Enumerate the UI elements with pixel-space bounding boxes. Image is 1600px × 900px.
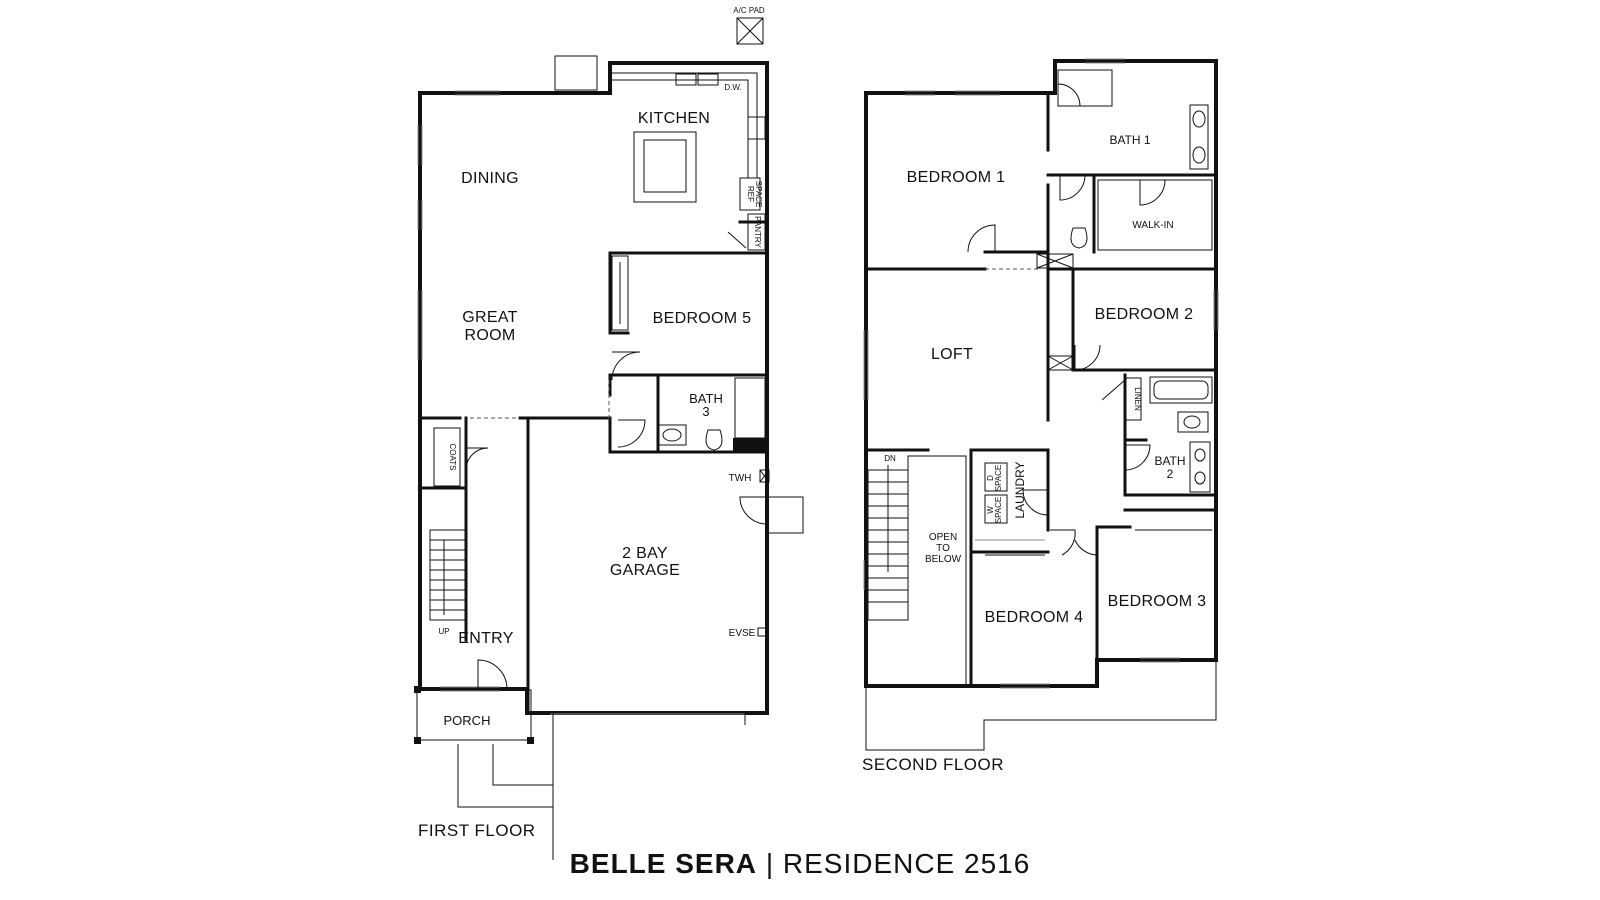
stairs-up-label: UP [438, 627, 449, 636]
kitchen-fixtures: D.W. REF SPACE PANTRY [610, 72, 766, 251]
bedroom-3-4-doors [985, 529, 1212, 556]
washer-label: W [986, 506, 995, 514]
first-floor-label: FIRST FLOOR [418, 821, 536, 840]
second-floor-plan: LINEN D SPACE W SPACE [862, 58, 1219, 774]
second-floor-windows [863, 58, 1219, 689]
bath-3-fixtures [617, 377, 767, 452]
room-label-loft: LOFT [931, 346, 973, 363]
community-name: BELLE SERA [569, 848, 758, 879]
bedroom-1-door [967, 224, 996, 253]
second-floor-overhang [865, 660, 1217, 751]
garage-fixtures: TWH EVSE [550, 469, 804, 715]
linen-label: LINEN [1133, 387, 1142, 411]
room-label-walk-in: WALK-IN [1132, 220, 1173, 231]
coats-label: COATS [448, 444, 457, 471]
room-label-entry: ENTRY [458, 630, 513, 647]
dishwasher-label: D.W. [724, 83, 741, 92]
chimney [554, 55, 598, 91]
room-label-bedroom-3: BEDROOM 3 [1108, 593, 1207, 610]
room-label-bedroom-2: BEDROOM 2 [1095, 306, 1194, 323]
twh-label: TWH [729, 473, 752, 484]
bath-2-fixtures: LINEN [1074, 344, 1213, 493]
room-label-dining: DINING [461, 170, 519, 187]
room-label-bedroom-5: BEDROOM 5 [653, 310, 752, 327]
dryer-space-label: SPACE [994, 465, 1003, 492]
room-label-garage-line1: 2 BAY [622, 545, 668, 562]
ref-space-label-2: SPACE [754, 181, 763, 208]
room-label-great-room-line2: ROOM [465, 327, 516, 344]
first-floor-exterior-wall [418, 61, 769, 715]
bedroom-5-fixtures [608, 255, 641, 420]
first-floor-stairs: UP [429, 529, 508, 690]
room-label-bath-3-line2: 3 [702, 404, 709, 419]
open-to-below-line3: BELOW [925, 554, 962, 565]
pantry-label: PANTRY [753, 216, 762, 248]
second-floor-label: SECOND FLOOR [862, 755, 1004, 774]
room-label-bath-3-line1: BATH [689, 391, 723, 406]
room-label-bath-1: BATH 1 [1109, 133, 1150, 147]
residence-name: RESIDENCE 2516 [782, 848, 1031, 879]
ref-space-label-1: REF [746, 186, 755, 202]
room-label-bath-2-line2: 2 [1167, 467, 1174, 481]
second-floor-stairs: DN [867, 454, 967, 686]
ac-pad: A/C PAD [733, 6, 765, 45]
room-label-kitchen: KITCHEN [638, 110, 710, 127]
room-label-bedroom-1: BEDROOM 1 [907, 169, 1006, 186]
open-to-below-line2: TO [936, 543, 950, 554]
washer-space-label: SPACE [994, 497, 1003, 524]
room-label-great-room-line1: GREAT [462, 309, 517, 326]
title-separator: | [765, 848, 775, 879]
first-floor-plan: A/C PAD [414, 6, 804, 860]
first-floor-windows [417, 90, 500, 692]
porch-area [414, 686, 746, 860]
bath-1-fixtures [1057, 69, 1213, 251]
room-label-bedroom-4: BEDROOM 4 [985, 609, 1084, 626]
evse-label: EVSE [729, 628, 756, 639]
stairs-down-label: DN [884, 454, 896, 463]
dryer-label: D [986, 475, 995, 481]
plan-title: BELLE SERA | RESIDENCE 2516 [0, 848, 1600, 880]
room-label-porch: PORCH [444, 713, 491, 728]
open-to-below-line1: OPEN [929, 532, 957, 543]
kitchen-island [633, 131, 697, 203]
room-label-garage-line2: GARAGE [610, 562, 680, 579]
room-label-bath-2-line1: BATH [1154, 454, 1185, 468]
second-floor-chases [1036, 253, 1074, 371]
laundry-area: D SPACE W SPACE [975, 462, 1049, 541]
room-label-laundry: LAUNDRY [1013, 461, 1027, 518]
coats-closet: COATS [433, 417, 518, 487]
ac-pad-label: A/C PAD [733, 6, 765, 15]
